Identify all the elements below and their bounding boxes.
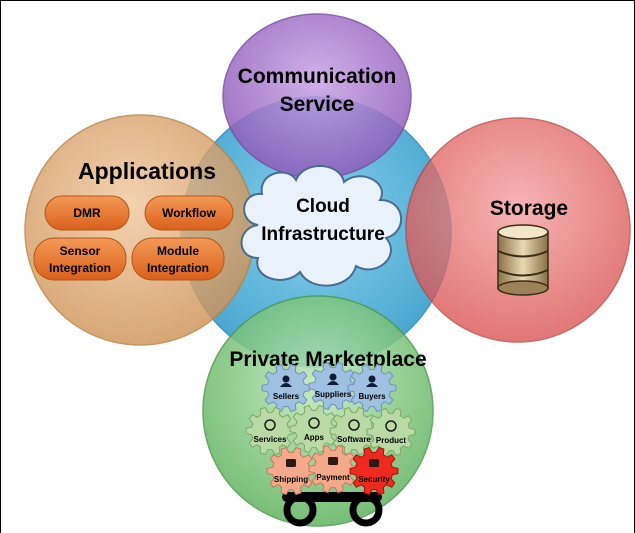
gear-shape: [329, 406, 379, 456]
gear-shape: [289, 404, 339, 454]
storage-title: Storage: [490, 197, 568, 220]
operation-icon: [286, 459, 296, 467]
offering-icon: [264, 419, 276, 431]
gear-shape: [308, 361, 358, 411]
gear-apps: Apps: [289, 404, 339, 454]
gears-operations: Shipping Payment Security: [266, 444, 399, 496]
gear-shape: [266, 446, 316, 496]
gear-buyers: Buyers: [347, 363, 397, 413]
gear-suppliers: Suppliers: [308, 361, 358, 411]
communication-title-line1: Communication: [238, 65, 397, 88]
gear-shipping: Shipping: [266, 446, 316, 496]
person-icon-body: [327, 381, 339, 385]
gear-label-payment: Payment: [316, 473, 350, 482]
app-module-workflow: Workflow: [144, 195, 234, 231]
cloud-shape: [240, 165, 403, 287]
applications-title: Applications: [78, 158, 216, 184]
person-icon-body: [366, 383, 378, 387]
gear-label-services: Services: [254, 435, 287, 444]
app-module-module-line1: Module: [157, 244, 199, 258]
app-module-workflow-label: Workflow: [162, 206, 216, 220]
person-icon: [368, 375, 376, 383]
app-module-sensor-integration: Sensor Integration: [33, 237, 127, 281]
gear-label-security: Security: [358, 475, 390, 484]
gear-label-apps: Apps: [304, 433, 325, 442]
app-module-sensor-line1: Sensor: [60, 244, 101, 258]
app-module-module-integration: Module Integration: [131, 237, 225, 281]
gear-shape: [349, 446, 399, 496]
gear-services: Services: [245, 406, 295, 456]
gear-shape: [245, 406, 295, 456]
gears-offerings: Services Apps Software Product: [245, 404, 416, 457]
cloud-title-line1: Cloud: [296, 196, 350, 217]
gear-label-software: Software: [337, 435, 371, 444]
gear-label-product: Product: [376, 436, 407, 445]
offering-icon: [308, 417, 320, 429]
gear-shape: [261, 363, 311, 413]
operation-icon: [328, 457, 338, 465]
gear-security: Security: [349, 446, 399, 496]
gear-sellers: Sellers: [261, 363, 311, 413]
gear-label-shipping: Shipping: [274, 475, 308, 484]
gear-label-buyers: Buyers: [358, 392, 386, 401]
person-icon: [329, 373, 337, 381]
gear-shape: [308, 444, 358, 494]
offering-icon: [385, 420, 397, 432]
gear-label-sellers: Sellers: [273, 392, 300, 401]
app-module-dmr-label: DMR: [73, 206, 101, 220]
gear-payment: Payment: [308, 444, 358, 494]
gears-parties: Sellers Suppliers Buyers: [261, 361, 397, 413]
cart-icon: [282, 492, 383, 527]
operation-icon: [369, 459, 379, 467]
app-module-dmr: DMR: [44, 195, 130, 231]
app-module-sensor-line2: Integration: [49, 261, 111, 275]
gear-shape: [347, 363, 397, 413]
person-icon: [282, 375, 290, 383]
communication-title-line2: Service: [280, 93, 355, 116]
app-module-module-line2: Integration: [147, 261, 209, 275]
gear-product: Product: [366, 407, 416, 457]
gear-software: Software: [329, 406, 379, 456]
cloud-title-line2: Infrastructure: [261, 224, 385, 245]
gear-shape: [366, 407, 416, 457]
gear-label-suppliers: Suppliers: [315, 390, 352, 399]
offering-icon: [348, 419, 360, 431]
database-icon: [497, 224, 549, 296]
person-icon-body: [280, 383, 292, 387]
